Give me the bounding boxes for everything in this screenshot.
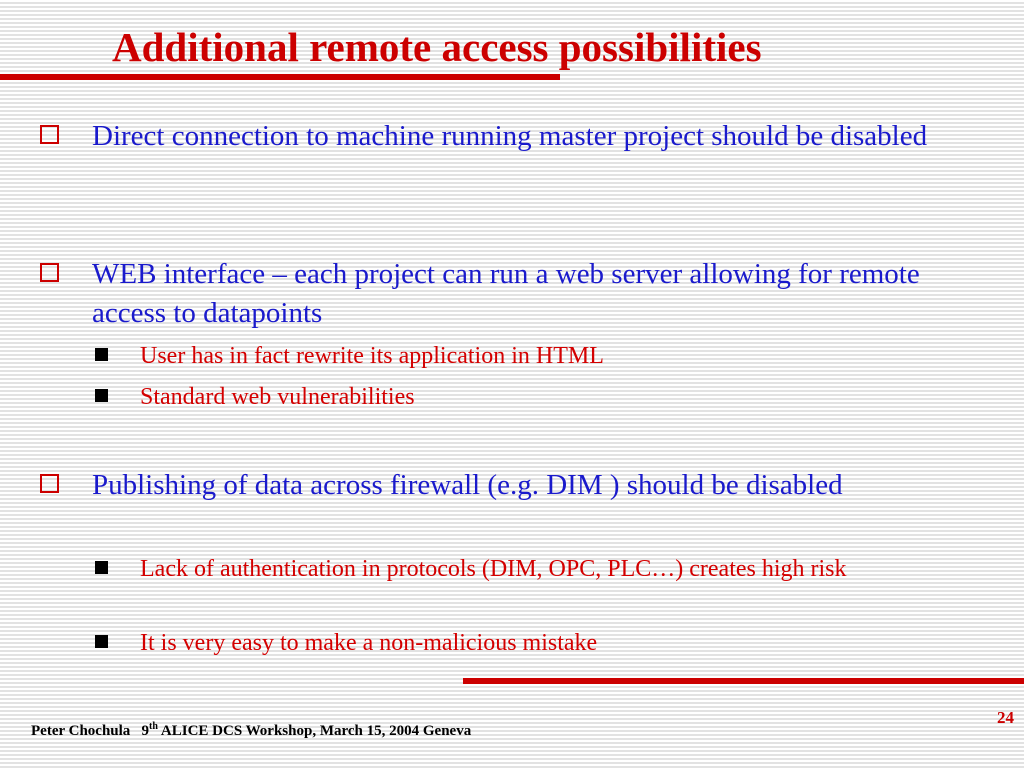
filled-square-bullet-icon [95, 635, 108, 648]
sub-bullet-item: User has in fact rewrite its application… [95, 340, 975, 373]
filled-square-bullet-icon [95, 348, 108, 361]
sub-bullet-text: It is very easy to make a non-malicious … [140, 630, 598, 656]
hollow-square-bullet-icon [40, 263, 59, 282]
footer-ordinal-suffix: th [149, 721, 158, 732]
page-number: 24 [997, 708, 1014, 727]
sub-bullet-text: Lack of authentication in protocols (DIM… [140, 556, 847, 582]
footer-workshop-number: 9 [141, 723, 150, 739]
bullet-text: Direct connection to machine running mas… [92, 120, 928, 152]
hollow-square-bullet-icon [40, 474, 59, 493]
sub-bullet-item: Lack of authentication in protocols (DIM… [95, 553, 975, 586]
bullet-item: Direct connection to machine running mas… [40, 117, 990, 156]
footer-author: Peter Chochula [31, 723, 131, 739]
sub-bullet-text: Standard web vulnerabilities [140, 384, 415, 410]
sub-bullet-item: It is very easy to make a non-malicious … [95, 627, 975, 660]
filled-square-bullet-icon [95, 389, 108, 402]
bullet-text: Publishing of data across firewall (e.g.… [92, 469, 843, 501]
footer-event: ALICE DCS Workshop, March 15, 2004 Genev… [160, 723, 472, 739]
sub-bullet-text: User has in fact rewrite its application… [140, 343, 604, 369]
sub-bullet-item: Standard web vulnerabilities [95, 381, 975, 414]
hollow-square-bullet-icon [40, 125, 59, 144]
title-underline [0, 74, 560, 80]
slide-title: Additional remote access possibilities [112, 24, 762, 70]
bullet-item: WEB interface – each project can run a w… [40, 255, 990, 333]
bullet-item: Publishing of data across firewall (e.g.… [40, 466, 990, 505]
footer: Peter Chochula 9th ALICE DCS Workshop, M… [31, 721, 471, 740]
bullet-text: WEB interface – each project can run a w… [92, 258, 920, 329]
filled-square-bullet-icon [95, 561, 108, 574]
footer-rule [463, 678, 1024, 684]
